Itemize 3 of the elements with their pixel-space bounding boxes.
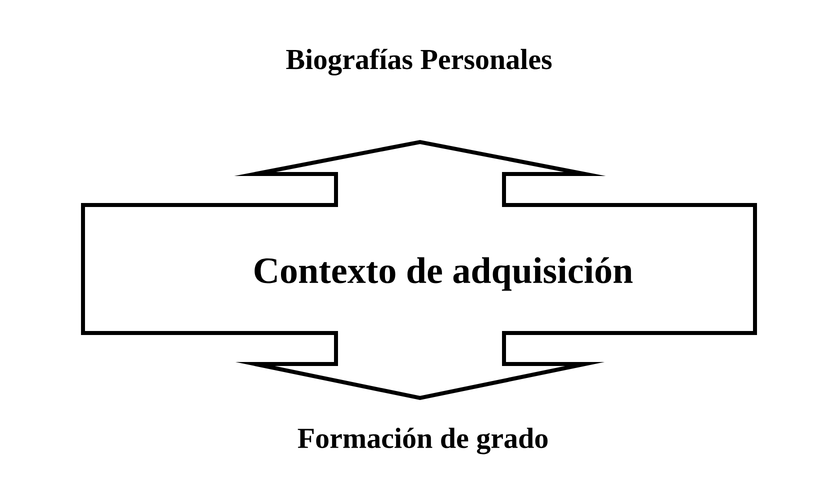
double-arrow-box: Contexto de adquisición xyxy=(81,140,757,400)
label-text: Formación de grado xyxy=(298,428,548,454)
label-text: Biografías Personales xyxy=(286,48,552,76)
